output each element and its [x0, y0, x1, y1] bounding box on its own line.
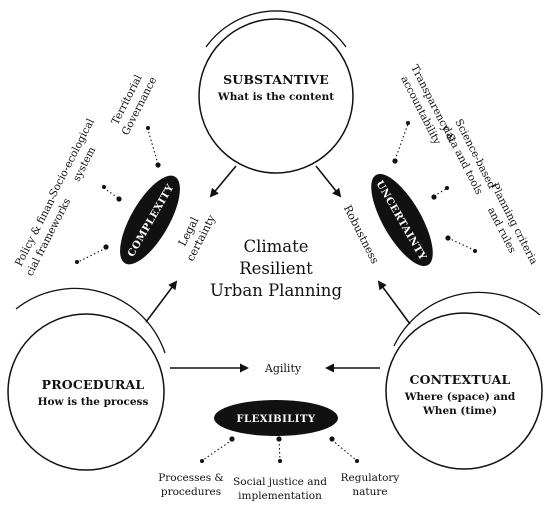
dot-territorial-end	[155, 162, 161, 168]
uncertainty-ellipse	[371, 173, 433, 267]
flexibility-dots	[200, 436, 359, 463]
dot-processes-end	[229, 436, 235, 442]
complexity-ellipse	[120, 175, 180, 265]
connector-policy	[77, 247, 107, 263]
label-territorial-governance: Territorial Governance	[109, 72, 159, 137]
flexibility-connectors	[202, 439, 357, 461]
dot-socio-start	[102, 185, 106, 189]
connector-planning	[447, 237, 475, 251]
label-regulatory-nature: Regulatory nature	[341, 472, 400, 498]
label-policy-financial: Policy & finan- cial frameworks	[13, 193, 73, 278]
dot-socio-end	[116, 196, 122, 202]
procedural-node: PROCEDURAL How is the process	[7, 287, 166, 471]
contextual-title: CONTEXTUAL	[409, 372, 510, 387]
flexibility-oval: FLEXIBILITY	[214, 400, 338, 436]
uncertainty-dots	[392, 121, 477, 253]
dot-transparency-end	[392, 158, 398, 164]
complexity-connectors	[77, 129, 159, 263]
connector-processes	[202, 439, 233, 461]
dot-planning-start	[473, 249, 477, 253]
contextual-node: CONTEXTUAL Where (space) and When (time)	[385, 291, 543, 470]
contextual-subtitle-line1: Where (space) and	[404, 391, 516, 403]
complexity-dots	[75, 126, 161, 264]
label-processes-procedures: Processes & procedures	[158, 472, 224, 498]
agility-label: Agility	[264, 362, 302, 375]
processes-line2: procedures	[161, 486, 221, 498]
connector-social	[278, 439, 281, 461]
dot-regulatory-end	[329, 436, 335, 442]
dot-territorial-start	[146, 126, 150, 130]
dot-processes-start	[200, 459, 204, 463]
arrow-substantive-to-legal-certainty	[209, 165, 237, 198]
center-line-1: Climate	[243, 237, 308, 256]
dot-social-end	[276, 436, 282, 442]
regulatory-line2: nature	[352, 486, 387, 498]
arrow-contextual-to-robustness	[377, 280, 411, 325]
center-line-2: Resilient	[239, 259, 313, 278]
arrow-procedural-to-legal-certainty	[145, 280, 178, 323]
dot-science-start	[445, 186, 449, 190]
arrow-substantive-to-robustness	[315, 165, 342, 198]
dot-transparency-start	[406, 121, 410, 125]
connector-territorial	[147, 129, 159, 165]
connector-socio-ecological	[103, 187, 119, 199]
substantive-title: SUBSTANTIVE	[223, 72, 329, 87]
dot-science-end	[431, 194, 437, 200]
robustness-label: Robustness	[341, 203, 382, 266]
procedural-circle	[7, 313, 165, 471]
contextual-outer-arc	[393, 291, 541, 347]
flexibility-label: FLEXIBILITY	[236, 414, 315, 425]
dot-planning-end	[445, 235, 451, 241]
connector-science	[433, 188, 447, 197]
procedural-subtitle: How is the process	[38, 396, 149, 408]
social-line1: Social justice and	[233, 476, 327, 488]
procedural-outer-arc	[15, 287, 166, 354]
dot-regulatory-start	[355, 459, 359, 463]
dot-policy-end	[103, 244, 109, 250]
contextual-circle	[385, 312, 543, 470]
social-line2: implementation	[238, 490, 322, 502]
uncertainty-connectors	[394, 123, 475, 251]
contextual-subtitle-line2: When (time)	[422, 405, 497, 417]
dot-policy-start	[75, 260, 79, 264]
substantive-circle	[198, 18, 354, 174]
connector-transparency	[394, 123, 409, 161]
flexibility-ellipse	[214, 400, 338, 436]
label-social-justice: Social justice and implementation	[233, 476, 327, 502]
substantive-node: SUBSTANTIVE What is the content	[198, 10, 354, 174]
label-planning-criteria: Planning criteria and rules	[485, 181, 540, 266]
procedural-title: PROCEDURAL	[42, 377, 145, 392]
legal-certainty-label: Legal certainty	[176, 212, 219, 263]
processes-line1: Processes &	[158, 472, 224, 484]
center-line-3: Urban Planning	[210, 281, 342, 300]
dot-social-start	[278, 459, 282, 463]
substantive-subtitle: What is the content	[217, 91, 334, 103]
complexity-oval: COMPLEXITY	[120, 175, 180, 265]
substantive-outer-arc	[205, 10, 347, 48]
connector-regulatory	[331, 439, 357, 461]
center-label: Climate Resilient Urban Planning	[210, 237, 342, 300]
regulatory-line1: Regulatory	[341, 472, 400, 484]
label-socio-ecological-system: Socio-ecological system	[47, 116, 98, 199]
